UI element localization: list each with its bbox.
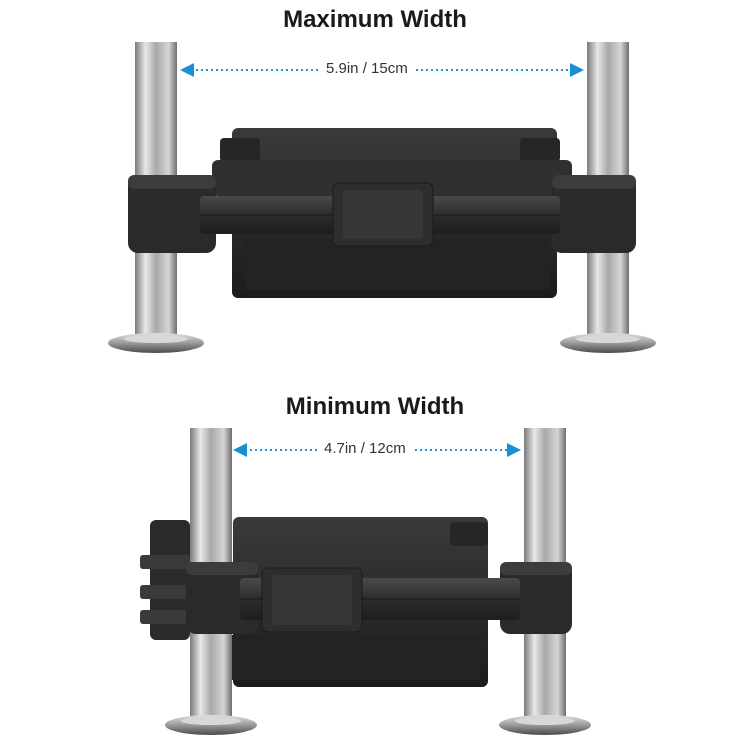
minimum-width-panel: Minimum Width 4.7in / 12cm <box>0 380 750 750</box>
minimum-width-measurement: 4.7in / 12cm <box>318 440 412 457</box>
maximum-width-heading: Maximum Width <box>283 6 467 33</box>
minimum-width-illustration <box>140 428 591 735</box>
minimum-width-heading: Minimum Width <box>285 393 465 420</box>
extension-arm <box>240 567 520 633</box>
maximum-width-measurement: 5.9in / 15cm <box>320 60 414 77</box>
maximum-width-illustration <box>108 42 656 353</box>
right-rail-clamp <box>552 175 636 253</box>
extension-arm <box>200 182 560 247</box>
left-rail-clamp <box>128 175 216 253</box>
maximum-width-panel: Maximum Width 5.9in / 15cm <box>108 6 656 353</box>
